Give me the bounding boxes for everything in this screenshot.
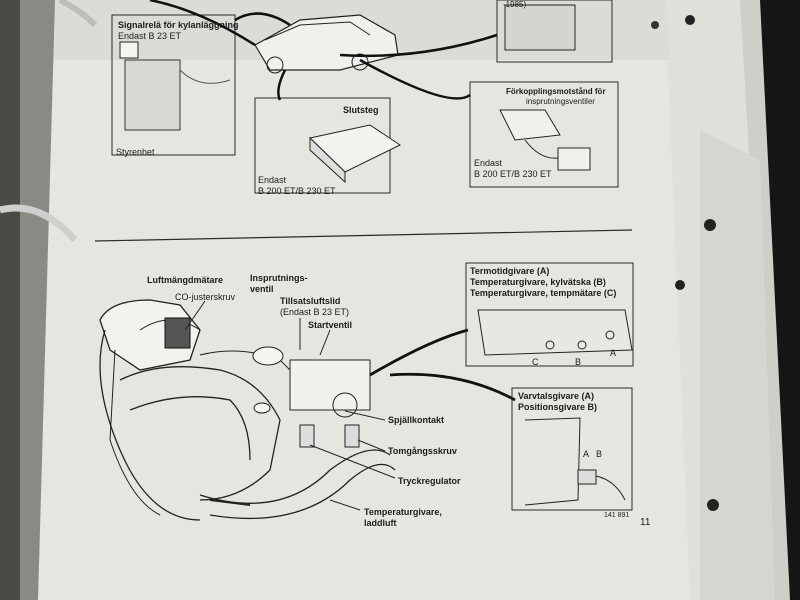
forkoppling-models: B 200 ET/B 230 ET — [474, 169, 552, 179]
temperaturgivare-laddluft-line1: Temperaturgivare, — [364, 507, 442, 517]
tryckregulator-label: Tryckregulator — [398, 476, 461, 486]
marker-a: A — [610, 348, 617, 358]
slutsteg-models: B 200 ET/B 230 ET — [258, 186, 336, 196]
luftmangdmatare-label: Luftmängdmätare — [147, 275, 224, 285]
varvtal-marker-a: A — [583, 449, 590, 459]
positionsgivare-label: Positionsgivare B) — [518, 402, 598, 412]
temperaturgivare-laddluft-line2: laddluft — [364, 518, 397, 528]
figure-number: 141 891 — [604, 512, 630, 519]
marker-c: C — [532, 357, 539, 367]
co-justerskruv-label: CO-justerskruv — [175, 292, 236, 302]
slutsteg-title: Slutsteg — [343, 105, 379, 115]
insprutningsventil-label-line1: Insprutnings- — [250, 273, 308, 283]
tillsatsluftslid-label: Tillsatsluftslid — [280, 296, 341, 306]
forkoppling-endast: Endast — [474, 158, 503, 168]
temperaturgivare-kylvatska-label: Temperaturgivare, kylvätska (B) — [470, 277, 606, 287]
page-number: 11 — [640, 517, 651, 528]
forkoppling-subtitle: insprutningsventiler — [526, 97, 595, 106]
insprutningsventil-label-line2: ventil — [250, 284, 274, 294]
varvtal-marker-b: B — [596, 449, 603, 459]
forkoppling-title: Förkopplingsmotstånd för — [506, 87, 606, 96]
slutsteg-endast: Endast — [258, 175, 287, 185]
marker-b: B — [575, 357, 582, 367]
temperaturgivare-tempmatare-label: Temperaturgivare, tempmätare (C) — [470, 288, 617, 298]
signalrele-title: Signalrelä för kylanläggning — [118, 20, 239, 30]
styrenhet-label: Styrenhet — [116, 147, 155, 157]
year-fragment: -1985) — [503, 0, 527, 9]
termotidgivare-label: Termotidgivare (A) — [470, 266, 550, 276]
signalrele-subtitle: Endast B 23 ET — [118, 31, 182, 41]
spjallkontakt-label: Spjällkontakt — [388, 415, 445, 425]
startventil-label: Startventil — [308, 320, 353, 330]
tomgangsskruv-label: Tomgångsskruv — [388, 446, 457, 456]
varvtalsgivare-label: Varvtalsgivare (A) — [518, 391, 595, 401]
tillsatsluftslid-note: (Endast B 23 ET) — [280, 307, 350, 317]
